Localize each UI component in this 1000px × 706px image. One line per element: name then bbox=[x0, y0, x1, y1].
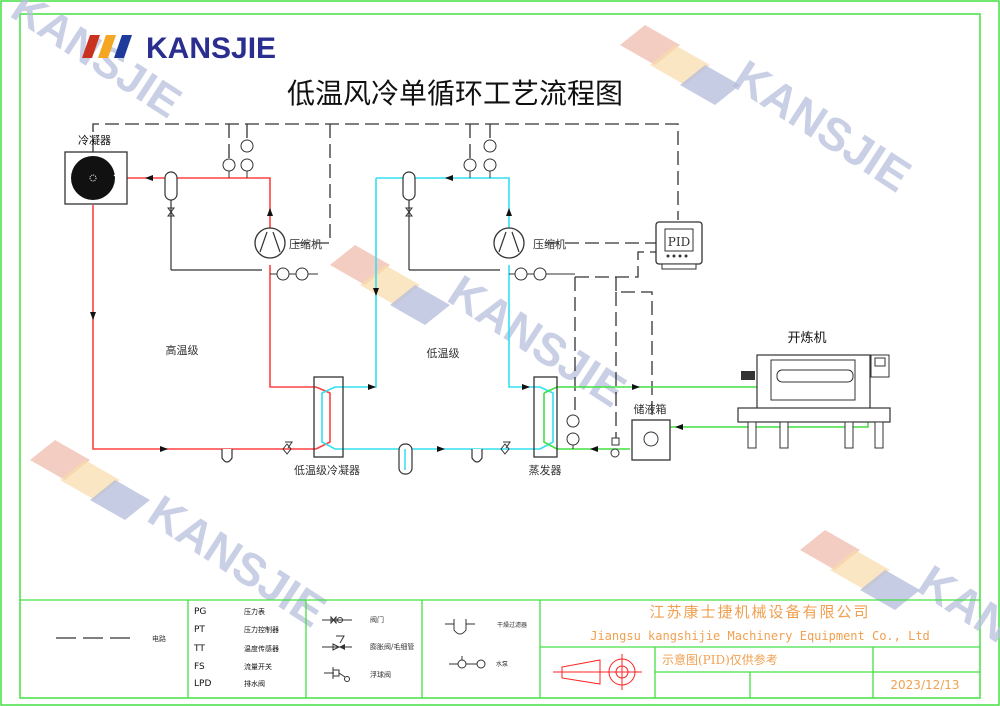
float-valve-icon bbox=[324, 667, 350, 682]
gauge-pg-water bbox=[566, 414, 580, 428]
water-pump-icon bbox=[449, 656, 486, 669]
gauge-pg-low-discharge bbox=[483, 139, 497, 153]
pid-controller: PID bbox=[655, 221, 703, 270]
low-stage-label: 低温级 bbox=[427, 347, 460, 360]
legend-abbrevs: PG 压力表 PT 压力控制器 TT 温度传感器 FS 流量开关 LPD 排水阀 bbox=[193, 607, 279, 689]
gauge-pg-high-suction bbox=[276, 267, 290, 281]
logo: KANSJIE bbox=[82, 32, 276, 65]
compressor-high: 压缩机 bbox=[254, 227, 322, 259]
legend-symbol-label: 干燥过滤器 bbox=[497, 621, 527, 629]
gauge-pt-low-discharge bbox=[463, 158, 477, 172]
electric-lines bbox=[92, 123, 679, 440]
cascade-condenser-label: 低温级冷凝器 bbox=[294, 463, 360, 477]
logo-stripe bbox=[82, 35, 100, 58]
low-temp-arrows bbox=[368, 175, 530, 452]
legend-symbol-label: 膨胀阀/毛细管 bbox=[370, 642, 414, 651]
abbrev-desc: 压力表 bbox=[244, 607, 265, 616]
gauge-pt-high-discharge bbox=[222, 158, 236, 172]
dry-filter-icon bbox=[445, 619, 475, 635]
condenser: 冷凝器 bbox=[64, 133, 128, 205]
legend-electric: 电路 bbox=[56, 634, 166, 643]
evaporator: 蒸发器 bbox=[529, 376, 562, 477]
high-receiver bbox=[164, 171, 262, 271]
page-title: 低温风冷单循环工艺流程图 bbox=[287, 77, 623, 110]
abbrev-desc: 压力控制器 bbox=[244, 625, 279, 634]
gauge-pg-high-discharge bbox=[240, 139, 254, 153]
logo-stripe bbox=[114, 35, 132, 58]
gauge-pt-high-suction bbox=[295, 267, 309, 281]
expansion-valve-low bbox=[500, 441, 511, 455]
pid-label: PID bbox=[668, 235, 690, 249]
filter-high bbox=[221, 449, 233, 463]
gauge-pt-low-discharge-2 bbox=[483, 158, 497, 172]
filter-low bbox=[471, 449, 483, 463]
abbrev-desc: 流量开关 bbox=[244, 662, 272, 671]
high-stage-label: 高温级 bbox=[166, 343, 199, 357]
legend-symbol-label: 水泵 bbox=[496, 660, 508, 668]
legend-symbols-1: 阀门 膨胀阀/毛细管 浮球阀 bbox=[322, 615, 414, 682]
mixing-mill: 开炼机 bbox=[737, 331, 891, 449]
logo-text: KANSJIE bbox=[146, 32, 276, 65]
gauge-pt-high-discharge-2 bbox=[240, 158, 254, 172]
water-arrows bbox=[590, 384, 683, 452]
valve-icon bbox=[322, 615, 352, 625]
low-receiver bbox=[402, 171, 500, 271]
company-name-cn: 江苏康士捷机械设备有限公司 bbox=[649, 603, 870, 621]
evaporator-label: 蒸发器 bbox=[529, 463, 562, 477]
gauge-pt-low-suction bbox=[533, 267, 547, 281]
gauges bbox=[222, 139, 580, 449]
legend-symbol-label: 阀门 bbox=[370, 615, 384, 624]
compressor-low: 压缩机 bbox=[493, 227, 566, 259]
watermark-text: KANSJIE bbox=[440, 265, 636, 417]
abbrev-code: FS bbox=[194, 662, 205, 672]
legend-symbols-2: 干燥过滤器 水泵 bbox=[445, 619, 527, 669]
flow-switch bbox=[610, 437, 620, 458]
company-name-en: Jiangsu kangshijie Machinery Equipment C… bbox=[590, 629, 930, 643]
high-temp-lines bbox=[92, 177, 331, 450]
abbrev-code: TT bbox=[193, 644, 205, 654]
high-temp-arrows bbox=[90, 175, 273, 452]
mill-label: 开炼机 bbox=[787, 331, 826, 346]
abbrev-code: PG bbox=[194, 607, 206, 617]
condenser-label: 冷凝器 bbox=[78, 133, 111, 147]
abbrev-desc: 排水阀 bbox=[244, 679, 265, 688]
projection-symbol-icon bbox=[553, 654, 642, 690]
cascade-condenser: 低温级冷凝器 bbox=[294, 376, 360, 477]
disclaimer-note: 示意图(PID)仅供参考 bbox=[662, 652, 778, 667]
legend-electric-label: 电路 bbox=[152, 634, 166, 643]
compressor-high-label: 压缩机 bbox=[289, 237, 322, 251]
watermark-text: KANSJIE bbox=[725, 50, 921, 202]
compressor-low-label: 压缩机 bbox=[533, 237, 566, 251]
gauge-pt-water bbox=[566, 432, 580, 446]
logo-stripe bbox=[98, 35, 116, 58]
expansion-valve-icon bbox=[322, 635, 352, 651]
inner-border bbox=[19, 13, 981, 699]
drawing-date: 2023/12/13 bbox=[890, 678, 959, 692]
abbrev-code: PT bbox=[194, 625, 205, 635]
legend-frame bbox=[20, 599, 980, 698]
abbrev-code: LPD bbox=[194, 679, 211, 689]
abbrev-desc: 温度传感器 bbox=[244, 644, 279, 653]
expansion-valve-high bbox=[282, 441, 293, 455]
reservoir-tank: 储液箱 bbox=[631, 402, 671, 461]
gauge-pg-low-suction bbox=[514, 267, 528, 281]
low-separator bbox=[398, 443, 413, 475]
legend-symbol-label: 浮球阀 bbox=[370, 670, 391, 679]
reservoir-label: 储液箱 bbox=[634, 402, 667, 416]
